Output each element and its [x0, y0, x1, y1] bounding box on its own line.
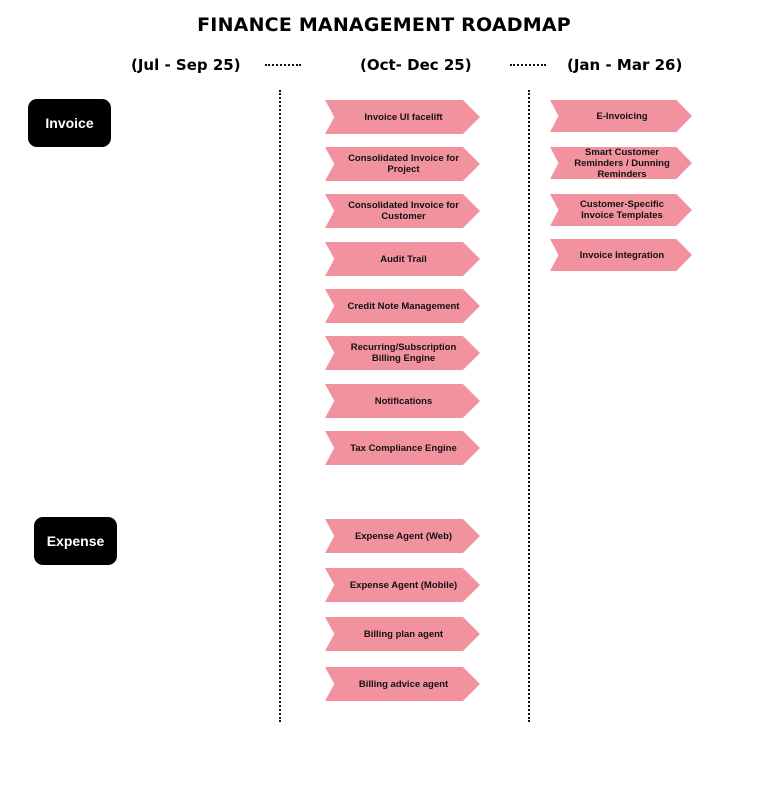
quarter-label-q1: (Jul - Sep 25): [131, 56, 241, 74]
quarter-divider-2: [510, 64, 546, 66]
roadmap-item: Billing advice agent: [325, 667, 480, 701]
roadmap-item: Expense Agent (Mobile): [325, 568, 480, 602]
roadmap-item: Notifications: [325, 384, 480, 418]
roadmap-item: Tax Compliance Engine: [325, 431, 480, 465]
page-title: FINANCE MANAGEMENT ROADMAP: [197, 14, 571, 36]
roadmap-item: Credit Note Management: [325, 289, 480, 323]
roadmap-item: Consolidated Invoice for Customer: [325, 194, 480, 228]
quarter-divider-1: [265, 64, 301, 66]
category-invoice: Invoice: [28, 99, 111, 147]
quarter-label-q2: (Oct- Dec 25): [360, 56, 472, 74]
roadmap-item: Invoice Integration: [550, 239, 692, 271]
roadmap-item: Expense Agent (Web): [325, 519, 480, 553]
timeline-separator-1: [279, 90, 281, 722]
roadmap-item: Invoice UI facelift: [325, 100, 480, 134]
roadmap-item: Audit Trail: [325, 242, 480, 276]
roadmap-item: Billing plan agent: [325, 617, 480, 651]
quarter-label-q3: (Jan - Mar 26): [567, 56, 683, 74]
roadmap-item: Customer-Specific Invoice Templates: [550, 194, 692, 226]
roadmap-item: E-Invoicing: [550, 100, 692, 132]
category-expense: Expense: [34, 517, 117, 565]
roadmap-item: Smart Customer Reminders / Dunning Remin…: [550, 147, 692, 179]
timeline-separator-2: [528, 90, 530, 722]
roadmap-item: Consolidated Invoice for Project: [325, 147, 480, 181]
roadmap-item: Recurring/Subscription Billing Engine: [325, 336, 480, 370]
